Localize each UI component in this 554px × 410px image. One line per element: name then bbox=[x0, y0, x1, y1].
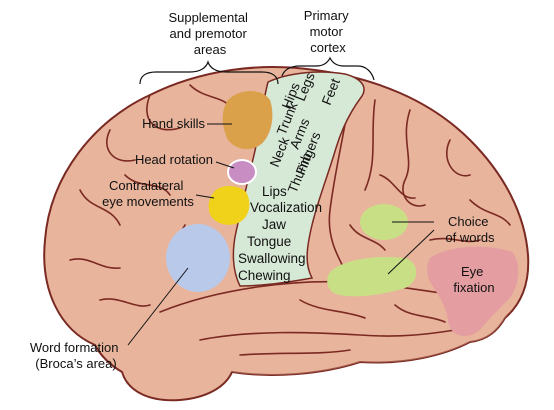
eye-fixation-line1: Eye bbox=[461, 264, 483, 279]
eye-fixation-line2: fixation bbox=[453, 280, 494, 295]
brain-gyri bbox=[69, 84, 511, 356]
eye-fixation-label: Eye fixation bbox=[453, 264, 494, 295]
motor-swallowing: Swallowing bbox=[238, 251, 306, 266]
broca-label: Word formation (Broca’s area) bbox=[30, 340, 122, 371]
motor-tongue: Tongue bbox=[247, 234, 291, 249]
primary-motor-header: Primary motor cortex bbox=[304, 8, 352, 55]
broca-line2: (Broca’s area) bbox=[35, 356, 116, 371]
eye-movements-line2: eye movements bbox=[102, 194, 194, 209]
motor-chewing: Chewing bbox=[238, 268, 291, 283]
motor-jaw: Jaw bbox=[262, 217, 286, 232]
eye-movements-region bbox=[208, 186, 250, 225]
premotor-header: Supplemental and premotor areas bbox=[168, 10, 251, 57]
motor-vocalization: Vocalization bbox=[250, 200, 322, 215]
motor-lips: Lips bbox=[262, 184, 287, 199]
broca-line1: Word formation bbox=[30, 340, 119, 355]
primary-motor-header-line1: Primary bbox=[304, 8, 349, 23]
broca-region bbox=[166, 224, 230, 292]
eye-movements-leader bbox=[195, 194, 215, 199]
eye-movements-label: Contralateral eye movements bbox=[102, 178, 194, 209]
primary-motor-brace bbox=[281, 56, 375, 81]
broca-leader bbox=[127, 267, 189, 346]
temporal-lobe bbox=[160, 281, 508, 375]
choice-words-line1: Choice bbox=[448, 214, 488, 229]
head-rotation-region bbox=[227, 159, 257, 185]
head-rotation-leader bbox=[215, 161, 235, 169]
motor-strip-labels: Hips Trunk Legs Feet Arms Fingers Thumb … bbox=[238, 70, 343, 283]
head-rotation-label: Head rotation bbox=[135, 152, 213, 167]
premotor-header-line2: and premotor bbox=[170, 26, 248, 41]
choice-words-line2: of words bbox=[445, 230, 495, 245]
primary-motor-header-line3: cortex bbox=[310, 40, 346, 55]
choice-words-label: Choice of words bbox=[445, 214, 495, 245]
eye-movements-line1: Contralateral bbox=[109, 178, 184, 193]
choice-words-region-upper bbox=[360, 204, 408, 240]
premotor-header-line3: areas bbox=[194, 42, 227, 57]
hand-skills-region bbox=[222, 91, 273, 150]
premotor-header-line1: Supplemental bbox=[168, 10, 248, 25]
choice-words-region-lower bbox=[327, 256, 417, 297]
eye-fixation-region bbox=[427, 246, 519, 336]
hand-skills-label: Hand skills bbox=[142, 116, 205, 131]
primary-motor-header-line2: motor bbox=[310, 24, 344, 39]
choice-words-leader-lower bbox=[387, 229, 435, 275]
premotor-brace bbox=[139, 60, 279, 85]
